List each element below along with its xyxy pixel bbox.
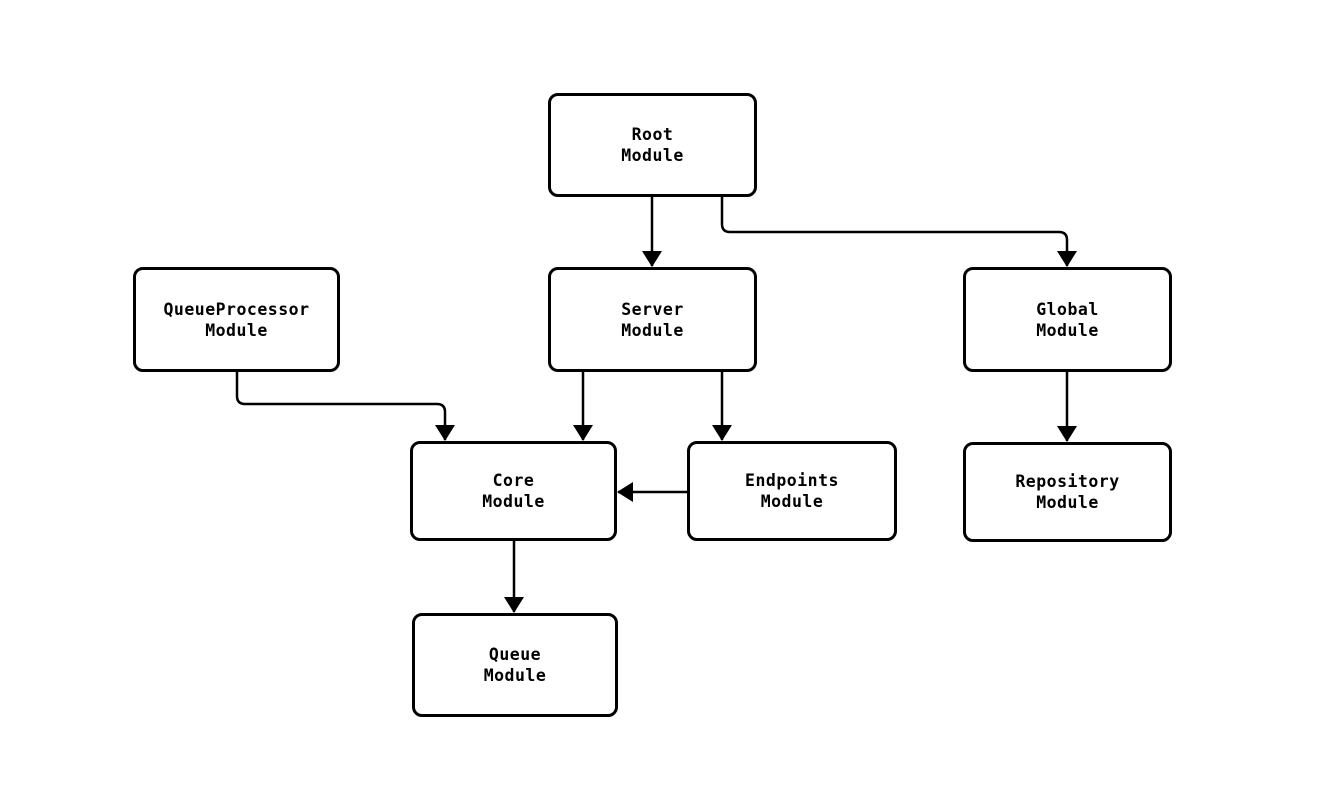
node-label-line: Module <box>621 320 684 340</box>
node-label-line: Core <box>492 471 535 490</box>
node-label-line: Queue <box>488 645 542 664</box>
node-label-line: QueueProcessor <box>163 299 310 319</box>
node-label-line: Module <box>482 492 545 511</box>
node-label-line: Server <box>621 299 684 319</box>
node-label-line: Repository <box>1015 472 1120 491</box>
node-label-line: Root <box>631 125 674 144</box>
node-label-line: Module <box>205 320 268 340</box>
node-label-line: Module <box>483 666 547 685</box>
node-label-line: Global <box>1036 299 1099 319</box>
edge-root-global <box>720 197 1077 267</box>
node-label-line: Module <box>760 492 824 511</box>
node-label-line: Module <box>1036 320 1099 340</box>
node-label-line: Endpoints <box>745 471 839 490</box>
node-label-line: Module <box>1036 493 1099 512</box>
edge-queueProcessor-core <box>235 372 455 441</box>
node-label-line: Module <box>621 146 684 165</box>
